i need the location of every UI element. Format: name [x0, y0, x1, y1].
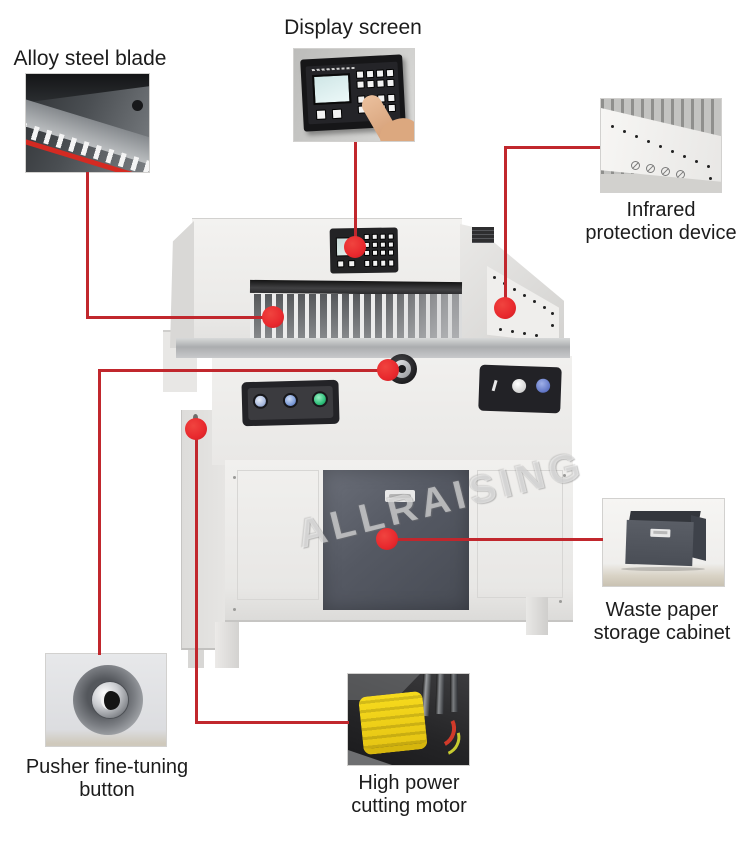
callout-line-blade-v: [86, 172, 89, 319]
button-blue-right: [535, 378, 551, 394]
cutting-motor-photo: [347, 673, 470, 766]
comb-slats: [250, 294, 462, 344]
table-surface: [176, 338, 570, 358]
label-alloy-steel-blade: Alloy steel blade: [13, 47, 167, 70]
blade-clamp-bar: [249, 279, 463, 296]
front-button-panel-left: [241, 379, 340, 427]
key-switch: [491, 379, 498, 392]
callout-line-motor-h: [195, 721, 349, 724]
machine-left-wall: [170, 221, 194, 348]
waste-cabinet-photo: [602, 498, 725, 587]
callout-dot-blade: [262, 306, 284, 328]
door-handle: [385, 490, 415, 502]
yellow-motor: [358, 690, 428, 756]
side-hole: [193, 414, 198, 421]
callout-line-pusher-v: [98, 369, 101, 655]
infrared-device-photo: [600, 98, 722, 193]
label-display-screen: Display screen: [284, 16, 422, 39]
callout-line-pusher-h: [98, 369, 390, 372]
alloy-blade-photo: [25, 73, 150, 173]
pusher-button-photo: [45, 653, 167, 747]
callout-line-infrared-h: [504, 146, 600, 149]
button-white-right: [511, 378, 527, 394]
callout-dot-pusher: [377, 359, 399, 381]
machine-front-right-leg: [526, 597, 548, 635]
machine-front-left-leg: [215, 622, 239, 668]
label-infrared-protection-device: Infrared protection device: [585, 199, 737, 244]
machine-keypad-lower2: [364, 259, 396, 267]
callout-dot-motor: [185, 418, 207, 440]
callout-line-infrared-v: [504, 146, 507, 310]
callout-dot-infrared: [494, 297, 516, 319]
callout-line-motor-v: [195, 428, 198, 724]
callout-dot-display: [344, 236, 366, 258]
callout-line-display-v: [354, 142, 357, 248]
display-screen-photo: [293, 48, 415, 142]
label-high-power-cutting-motor: High power cutting motor: [351, 772, 467, 817]
spec-sticker: [472, 227, 494, 243]
callout-line-cabinet-h: [387, 538, 603, 541]
machine-keypad: [363, 233, 396, 258]
callout-line-blade-h: [86, 316, 276, 319]
drawer-handle: [650, 528, 671, 538]
label-pusher-fine-tuning-button: Pusher fine-tuning button: [25, 756, 189, 801]
label-waste-paper-storage-cabinet: Waste paper storage cabinet: [593, 599, 731, 644]
machine-keypad-lower: [337, 260, 359, 268]
callout-dot-cabinet: [376, 528, 398, 550]
